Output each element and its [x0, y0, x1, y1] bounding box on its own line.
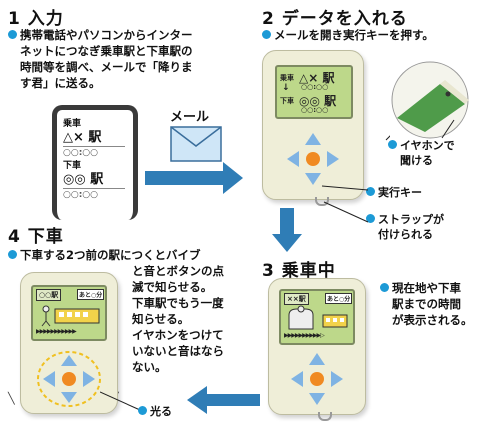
earphone-note: イヤホンで 聞ける: [388, 138, 455, 168]
bullet-icon: [138, 406, 147, 415]
alight-time: ○○:○○: [63, 190, 99, 200]
direction-keypad-blinking: [37, 351, 101, 407]
lcd-station: ○○駅: [36, 289, 62, 301]
board-label: 乗車: [63, 119, 82, 129]
down-key[interactable]: [61, 392, 77, 403]
strap-note: ストラップが 付けられる: [366, 212, 444, 242]
lcd-station: ××駅: [284, 293, 309, 305]
bullet-icon: [262, 30, 271, 39]
lcd-alight-time: ○○:○○: [301, 106, 329, 114]
mail-label: メール: [170, 110, 210, 125]
arrow-right-icon: [145, 162, 243, 194]
right-key[interactable]: [83, 371, 95, 387]
right-key[interactable]: [331, 371, 343, 387]
light-note: 光る: [138, 404, 172, 419]
up-key[interactable]: [309, 353, 325, 365]
device-screen: ○○駅 あと○分 ▶▶▶▶▶▶▶▶▶▶▶: [31, 285, 107, 341]
mobile-phone: 乗車 △× 駅 ○○:○○ 下車 ◎◎ 駅 ○○:○○: [52, 105, 138, 220]
lcd-remaining-time: あと○分: [325, 293, 353, 304]
earphone-callout: [441, 119, 455, 139]
step4-description-continued: と音とボタンの点 滅で知らせる。 下車駅でもう一度 知らせる。 イヤホンをつけて…: [132, 264, 224, 374]
direction-keypad: [287, 133, 339, 185]
arrow-left-icon: [187, 386, 260, 414]
strap-hook: [318, 412, 332, 421]
up-key[interactable]: [61, 355, 77, 366]
left-key[interactable]: [291, 371, 303, 387]
direction-keypad: [291, 353, 343, 405]
device-step4: ○○駅 あと○分 ▶▶▶▶▶▶▶▶▶▶▶: [20, 272, 118, 414]
bullet-icon: [366, 187, 375, 196]
down-arrow-icon: ↓: [282, 83, 290, 93]
right-key[interactable]: [327, 151, 339, 167]
lcd-alight-label: 下車: [280, 97, 294, 105]
vibration-mark-left: ╲: [8, 392, 15, 405]
lcd-board-time: ○○:○○: [301, 83, 329, 91]
lcd-board-station: △× 駅: [299, 71, 335, 85]
execute-key[interactable]: [310, 372, 324, 386]
down-key[interactable]: [305, 173, 321, 185]
step1-description: 携帯電話やパソコンからインター ネットにつなぎ乗車駅と下車駅の 時間等を調べ、メ…: [8, 27, 258, 91]
device-step3: ××駅 あと○分 ▶▶▶▶▶▶▶▶▶▶▷: [268, 278, 366, 415]
light-callout: [100, 391, 141, 411]
envelope-icon: [170, 126, 222, 162]
board-time: ○○:○○: [63, 148, 99, 158]
strap-hook: [315, 197, 329, 206]
device-screen: ××駅 あと○分 ▶▶▶▶▶▶▶▶▶▶▷: [279, 289, 355, 345]
step3-note: 現在地や下車 駅までの時間 が表示される。: [380, 280, 473, 328]
alight-station: ◎◎ 駅: [63, 172, 125, 189]
step3-title: 3 乗車中: [262, 261, 336, 281]
step1-title: 1 入力: [8, 9, 64, 29]
lcd-alight-station: ◎◎ 駅: [299, 94, 337, 108]
step2-title: 2 データを入れる: [262, 9, 408, 29]
down-key[interactable]: [309, 393, 325, 405]
bullet-icon: [8, 250, 17, 259]
bullet-icon: [366, 214, 375, 223]
passenger-and-train-icon: [288, 305, 348, 330]
execute-key-note: 実行キー: [366, 185, 422, 200]
progress-indicator: ▶▶▶▶▶▶▶▶▶▶▶: [36, 328, 77, 335]
step2-description: メールを開き実行キーを押す。: [262, 27, 434, 43]
callout-lines: [321, 135, 390, 223]
lcd-remaining-time: あと○分: [77, 289, 105, 300]
earphone-jack-closeup: [391, 61, 469, 139]
device-screen: 乗車 △× 駅 ○○:○○ ↓ 下車 ◎◎ 駅 ○○:○○: [275, 65, 353, 119]
step4-title: 4 下車: [8, 227, 64, 247]
bullet-icon: [388, 140, 397, 149]
left-key[interactable]: [43, 371, 55, 387]
progress-indicator: ▶▶▶▶▶▶▶▶▶▶▷: [284, 332, 325, 339]
arrow-down-icon: [272, 208, 302, 252]
left-key[interactable]: [287, 151, 299, 167]
person-and-train-icon: [41, 305, 100, 327]
bullet-icon: [380, 283, 389, 292]
phone-screen: 乗車 △× 駅 ○○:○○ 下車 ◎◎ 駅 ○○:○○: [63, 118, 125, 201]
bullet-icon: [8, 30, 17, 39]
up-key[interactable]: [305, 133, 321, 145]
alight-label: 下車: [63, 161, 82, 171]
step4-description: 下車する2つ前の駅につくとバイブ: [8, 247, 258, 263]
lcd-board-label: 乗車: [280, 74, 294, 82]
execute-key[interactable]: [306, 152, 320, 166]
execute-key[interactable]: [62, 372, 76, 386]
board-station: △× 駅: [63, 130, 125, 147]
device-step2: 乗車 △× 駅 ○○:○○ ↓ 下車 ◎◎ 駅 ○○:○○: [262, 50, 364, 200]
